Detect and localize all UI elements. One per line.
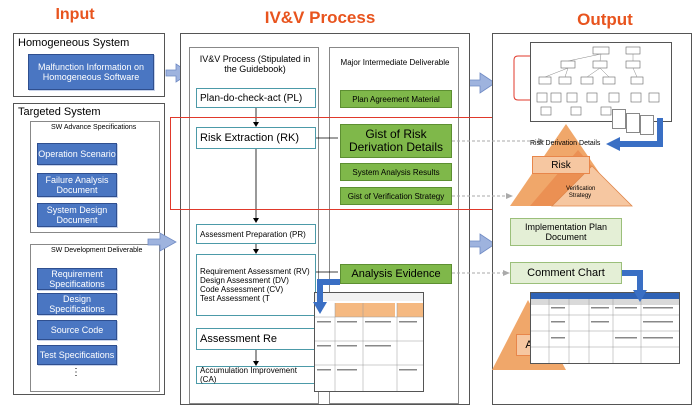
system-analysis-box: System Analysis Results (340, 163, 452, 181)
test-spec-box: Test Specifications (37, 345, 117, 365)
analysis-evidence-grid (315, 293, 423, 391)
sw-dev-deliverable-panel: SW Development Deliverable Requirement S… (30, 244, 160, 392)
risk-tree-thumbnail (530, 42, 672, 122)
step-ca: Accumulation Improvement (CA) (196, 366, 316, 384)
targeted-system-title: Targeted System (18, 106, 101, 118)
arrow-process-to-output (468, 72, 496, 94)
deliverables-title: Major Intermediate Deliverable (340, 58, 450, 67)
step-pl: Plan-do-check-act (PL) (196, 88, 316, 108)
step-re: Assessment Re (196, 328, 316, 350)
doc-thumbnail-1 (612, 109, 626, 129)
homogeneous-system-title: Homogeneous System (18, 37, 130, 49)
step-assessments: Requirement Assessment (RV) Design Asses… (196, 254, 316, 316)
comment-chart-grid (531, 293, 679, 363)
implementation-plan-box: Implementation Plan Document (510, 218, 622, 246)
system-design-box: System Design Document (37, 203, 117, 227)
doc-thumbnail-3 (640, 115, 654, 135)
verification-strategy-label: Verification Strategy (566, 186, 596, 199)
step-rk: Risk Extraction (RK) (196, 127, 316, 149)
source-code-box: Source Code (37, 320, 117, 340)
requirement-spec-box: Requirement Specifications (37, 268, 117, 290)
assess-rv: Requirement Assessment (RV) (200, 267, 310, 276)
assess-tv: Test Assessment (T (200, 294, 270, 303)
process-header: IV&V Process (264, 8, 376, 27)
more-items-ellipsis: ⋮ (71, 367, 81, 378)
comment-chart-box: Comment Chart (510, 262, 622, 284)
step-pr: Assessment Preparation (PR) (196, 224, 316, 244)
operation-scenario-box: Operation Scenario (37, 143, 117, 165)
comment-chart-thumbnail (530, 292, 680, 364)
risk-tree-sketch (536, 46, 660, 116)
analysis-evidence-box: Analysis Evidence (340, 264, 452, 284)
process-steps-title: IV&V Process (Stipulated in the Guideboo… (199, 54, 311, 74)
doc-thumbnail-2 (626, 113, 640, 133)
arrow-process-to-output-2 (468, 233, 496, 255)
homogeneous-system-panel: Homogeneous System Malfunction Informati… (13, 33, 165, 97)
arrow-targeted-to-process (147, 232, 177, 252)
failure-analysis-box: Failure Analysis Document (37, 173, 117, 197)
risk-derivation-details-label: Risk Derivation Details (530, 140, 601, 147)
targeted-system-panel: Targeted System SW Advance Specification… (13, 103, 165, 395)
malfunction-info-box: Malfunction Information on Homogeneous S… (28, 54, 154, 90)
sw-advance-spec-panel: SW Advance Specifications Operation Scen… (30, 121, 160, 233)
plan-agreement-box: Plan Agreement Material (340, 90, 452, 108)
sw-advance-spec-title: SW Advance Specifications (51, 124, 137, 131)
gist-risk-box: Gist of Risk Derivation Details (340, 124, 452, 158)
gist-verification-box: Gist of Verification Strategy (340, 187, 452, 205)
sw-dev-deliverable-title: SW Development Deliverable (51, 247, 143, 254)
input-header: Input (55, 6, 95, 23)
assess-dv: Design Assessment (DV) (200, 276, 289, 285)
risk-label-box: Risk (532, 156, 590, 174)
assess-cv: Code Assessment (CV) (200, 285, 284, 294)
design-spec-box: Design Specifications (37, 293, 117, 315)
output-header: Output (577, 10, 633, 29)
analysis-evidence-thumbnail (314, 292, 424, 392)
pyramid-front (551, 165, 633, 207)
